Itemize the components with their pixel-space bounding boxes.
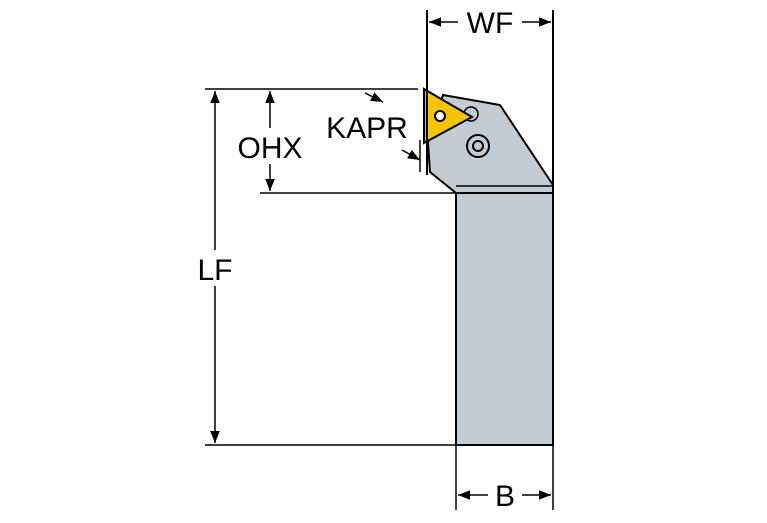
b-label: B [495, 480, 515, 513]
ohx-label: OHX [237, 132, 302, 165]
tool-shank [455, 192, 554, 446]
insert [423, 87, 475, 145]
wf-label: WF [467, 7, 514, 40]
kapr-label: KAPR [326, 112, 408, 145]
lf-label: LF [197, 254, 232, 287]
clamp-screw-icon [466, 134, 490, 158]
